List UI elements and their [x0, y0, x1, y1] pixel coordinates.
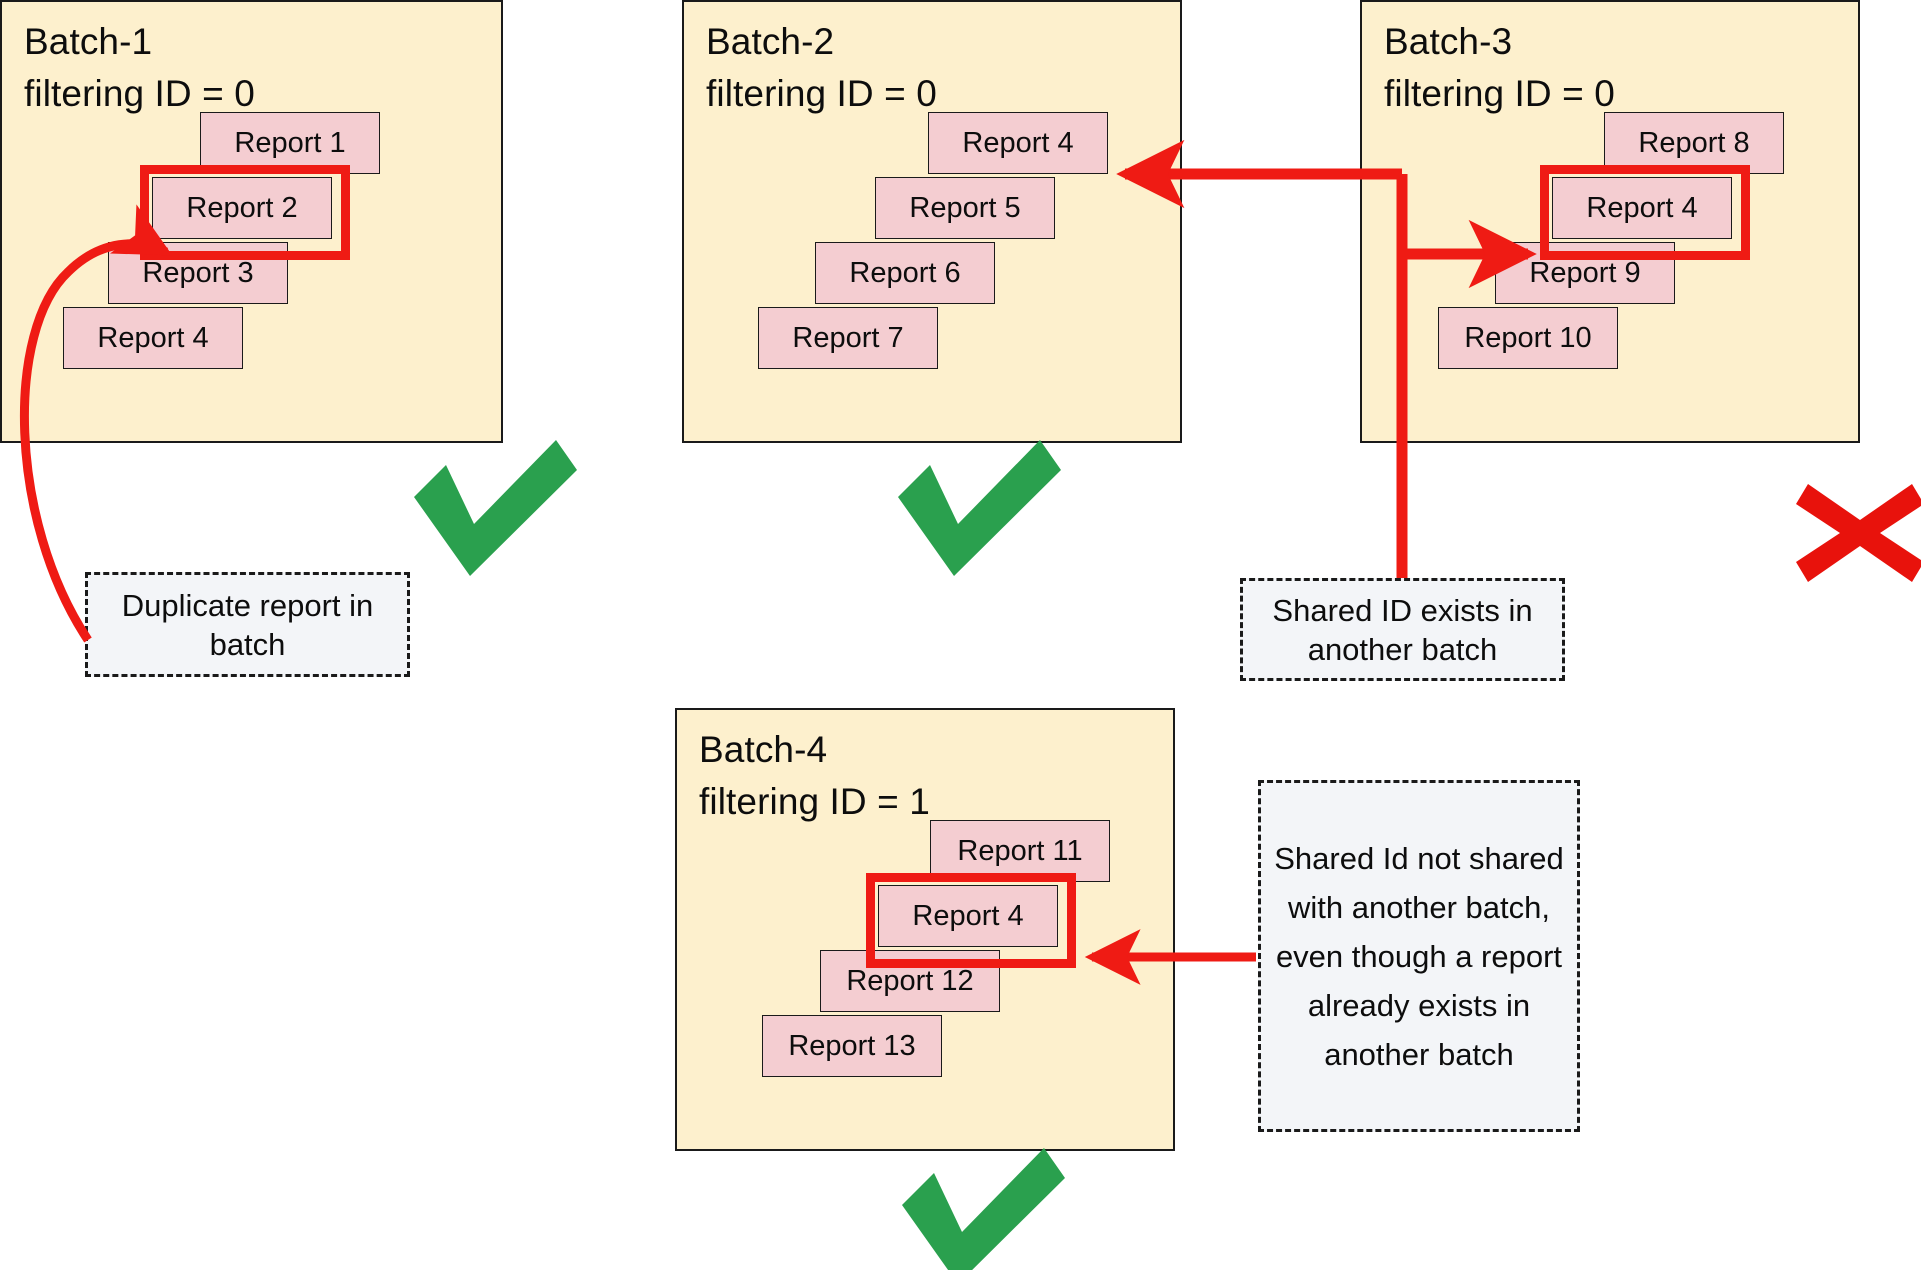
report-card-batch-2-report-4[interactable]: Report 4 [928, 112, 1108, 174]
report-label: Report 2 [186, 191, 298, 224]
report-label: Report 6 [849, 256, 961, 289]
report-label: Report 5 [909, 191, 1021, 224]
highlight-box-batch-4 [866, 873, 1076, 968]
report-label: Report 7 [792, 321, 904, 354]
report-label: Report 10 [1464, 321, 1592, 354]
report-card-batch-4-report-13[interactable]: Report 13 [762, 1015, 942, 1077]
report-label: Report 13 [788, 1029, 916, 1062]
callout-text: Duplicate report in batch [121, 587, 374, 662]
report-label: Report 12 [846, 964, 974, 997]
report-card-batch-1-report-4[interactable]: Report 4 [63, 307, 243, 369]
report-card-batch-2-report-7[interactable]: Report 7 [758, 307, 938, 369]
callout-shared-id-exists[interactable]: Shared ID exists in another batch [1240, 578, 1565, 681]
report-card-batch-3-report-10[interactable]: Report 10 [1438, 307, 1618, 369]
batch-title-batch-2: Batch-2 filtering ID = 0 [706, 21, 937, 114]
report-label: Report 4 [912, 899, 1024, 932]
report-label: Report 9 [1529, 256, 1641, 289]
report-label: Report 4 [97, 321, 209, 354]
batch-title-batch-4: Batch-4 filtering ID = 1 [699, 729, 930, 822]
report-label: Report 4 [1586, 191, 1698, 224]
highlight-box-batch-3 [1540, 165, 1750, 260]
batch-title-batch-3: Batch-3 filtering ID = 0 [1384, 21, 1615, 114]
callout-shared-id-not-shared[interactable]: Shared Id not shared with another batch,… [1258, 780, 1580, 1132]
report-card-batch-2-report-5[interactable]: Report 5 [875, 177, 1055, 239]
cross-icon-batch-3 [1796, 484, 1921, 582]
report-label: Report 1 [234, 126, 346, 159]
batch-title-batch-1: Batch-1 filtering ID = 0 [24, 21, 255, 114]
callout-duplicate-report[interactable]: Duplicate report in batch [85, 572, 410, 677]
check-icon-batch-1 [414, 440, 577, 576]
report-card-batch-3-report-8[interactable]: Report 8 [1604, 112, 1784, 174]
report-label: Report 4 [962, 126, 1074, 159]
report-card-batch-1-report-2[interactable]: Report 2 [152, 177, 332, 239]
report-card-batch-2-report-6[interactable]: Report 6 [815, 242, 995, 304]
report-label: Report 11 [957, 834, 1083, 867]
report-card-batch-3-report-4[interactable]: Report 4 [1552, 177, 1732, 239]
callout-text: Shared Id not shared with another batch,… [1274, 840, 1564, 1072]
report-label: Report 3 [142, 256, 254, 289]
highlight-box-batch-1 [140, 165, 350, 260]
report-card-batch-4-report-11[interactable]: Report 11 [930, 820, 1110, 882]
callout-text: Shared ID exists in another batch [1272, 592, 1533, 667]
report-label: Report 8 [1638, 126, 1750, 159]
check-icon-batch-2 [898, 440, 1061, 576]
report-card-batch-4-report-4[interactable]: Report 4 [878, 885, 1058, 947]
check-icon-batch-4 [902, 1148, 1065, 1270]
report-card-batch-1-report-1[interactable]: Report 1 [200, 112, 380, 174]
